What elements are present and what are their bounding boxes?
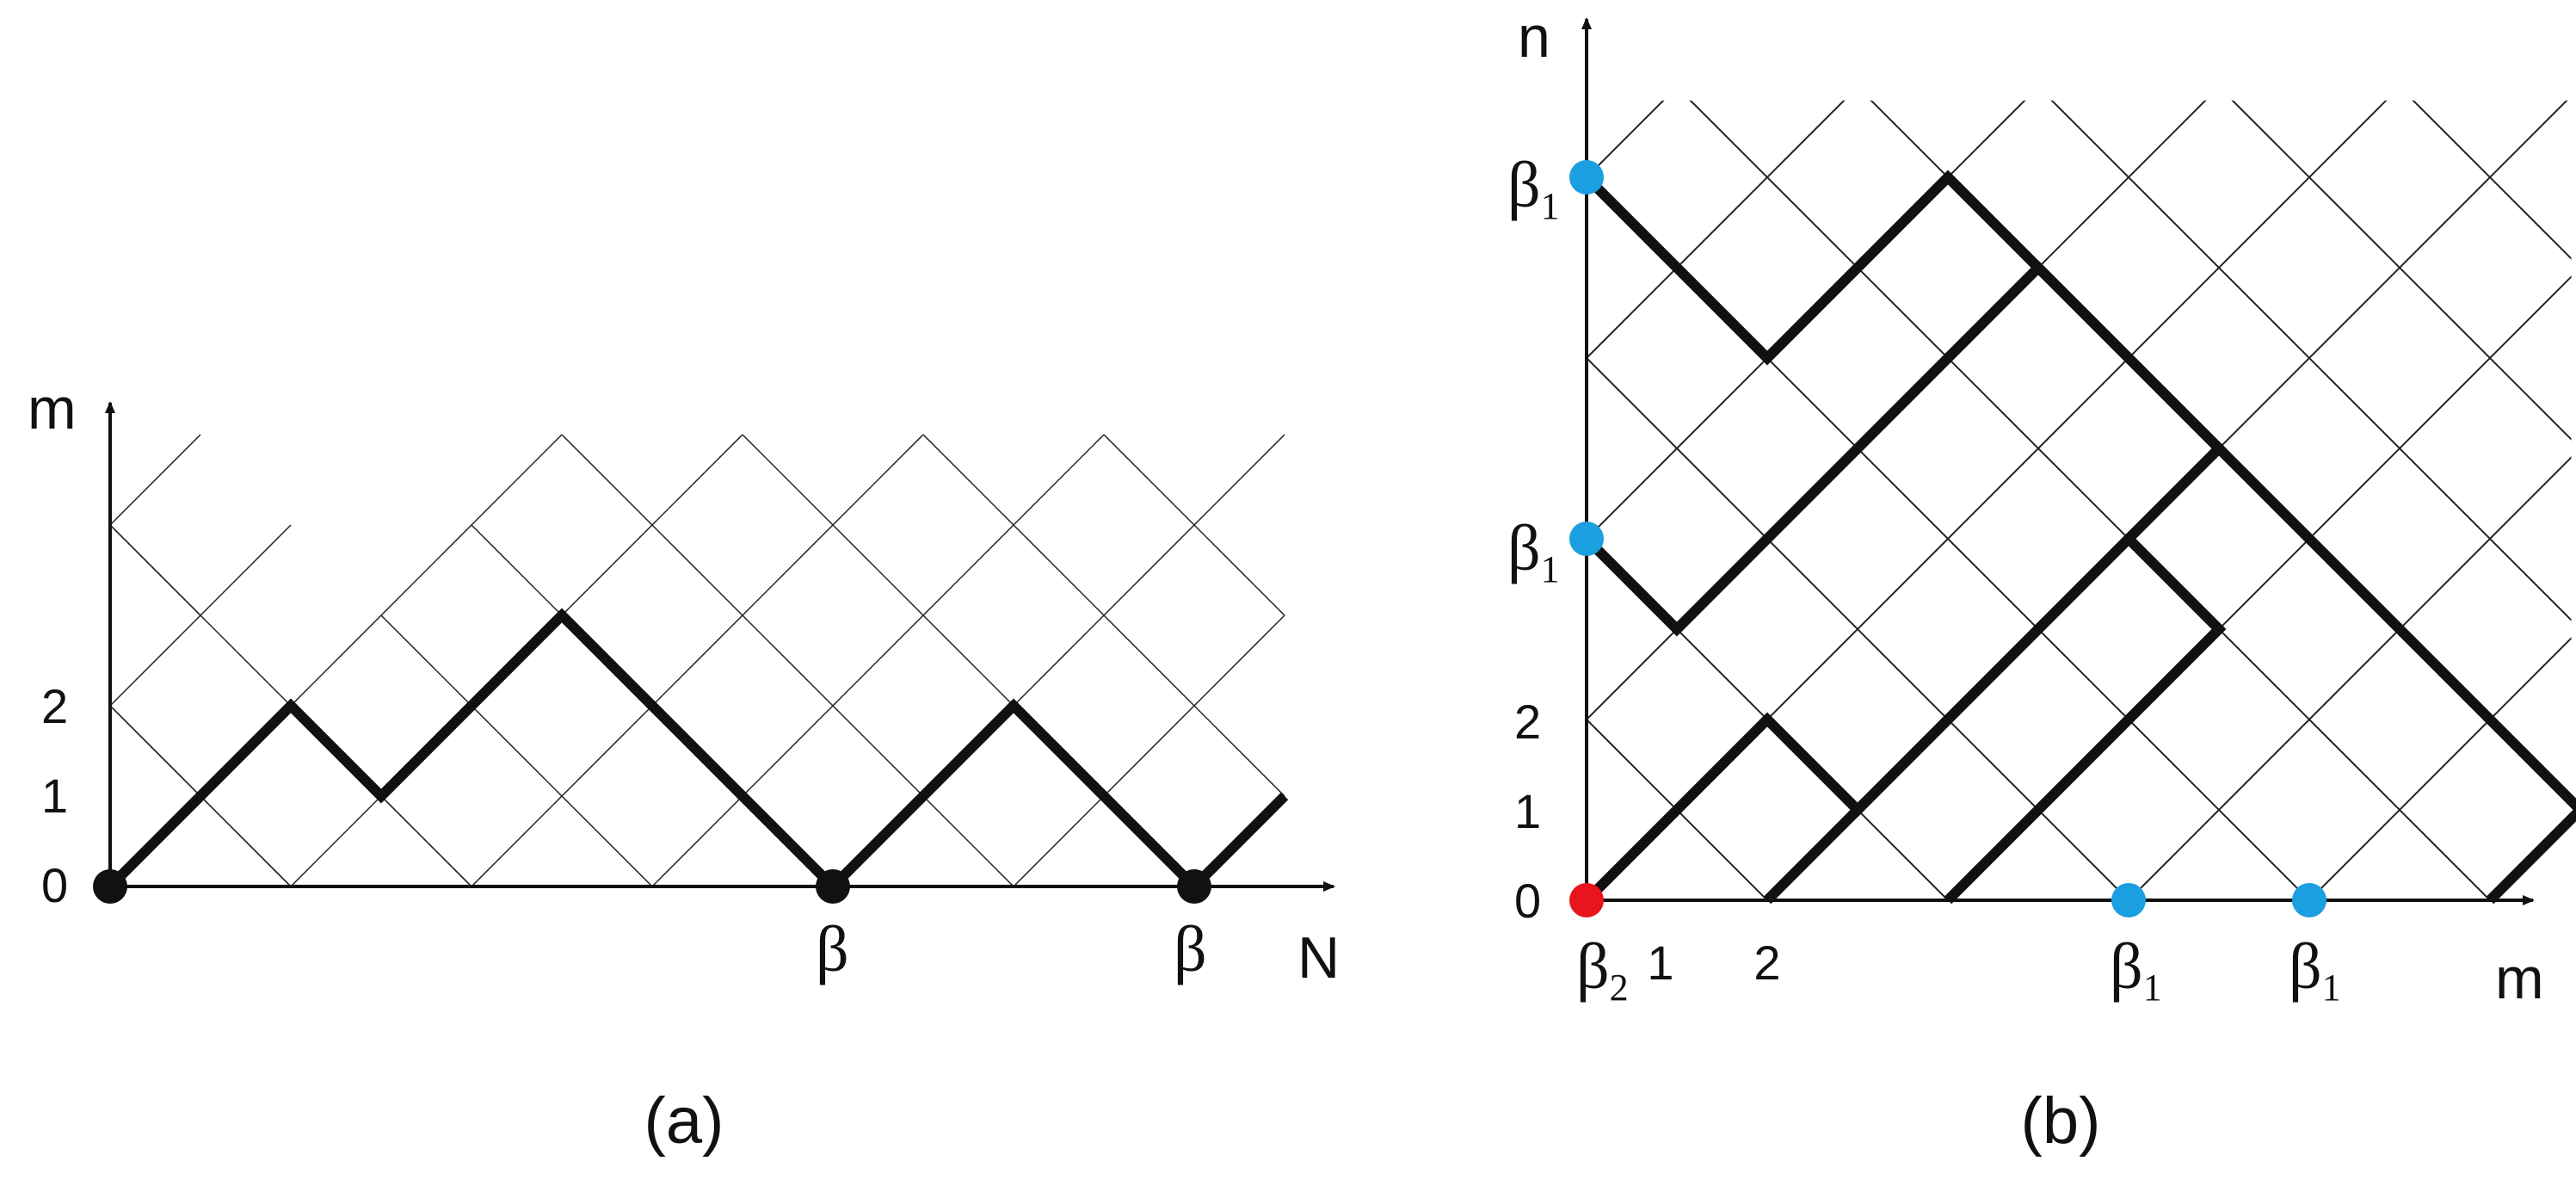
panel-b-y-axis-label: n: [1518, 4, 1550, 70]
panel-a-x-axis-label: N: [1297, 925, 1340, 991]
panel-a-grid-line-21: [651, 615, 743, 707]
panel-a-zero-point-1: [816, 869, 850, 904]
panel-b-beta1-label-left-2: β1: [1507, 149, 1560, 227]
panel-b-red-point: [1569, 883, 1604, 917]
panel-a-grid-line-28: [742, 615, 834, 707]
panel-a-zero-points: [93, 869, 1211, 904]
panel-a-grid-line-24: [651, 524, 743, 616]
panel-a-grid-line-19: [561, 434, 653, 526]
panel-b-y-tick-1: 1: [1514, 784, 1541, 838]
panel-a-grid-line-36: [922, 795, 1014, 887]
panel-a-y-axis-label: m: [28, 376, 77, 442]
panel-a-grid-line-51: [1193, 615, 1285, 707]
panel-a-grid-line-9: [380, 615, 472, 707]
panel-a-grid-line-33: [832, 434, 924, 526]
panel-a-grid-line-61: [109, 705, 201, 797]
panel-a-grid-line-17: [561, 524, 653, 616]
panel-b-lattice-path-2: [1582, 170, 2576, 905]
panel-a-grid-line-49: [1103, 434, 1195, 526]
panel-b-blue-point-bottom-1: [2292, 883, 2326, 917]
panel-a-grid-line-20: [651, 795, 743, 887]
panel-b-lattice-paths: [1582, 170, 2576, 905]
panel-b-grid-line-18: [2412, 100, 2572, 260]
panel-b-grid-line-19: [2526, 33, 2576, 123]
panel-a-grid-line-45: [1103, 705, 1195, 797]
panel-b-blue-point-left-1: [1569, 160, 1604, 195]
panel-a-grid-line-63: [109, 434, 201, 526]
panel-b-blue-point-left-0: [1569, 522, 1604, 556]
panel-a-grid-line-38: [922, 615, 1014, 707]
panel-a-grid-line-41: [1013, 615, 1105, 707]
panel-a-grid-line-12: [471, 705, 563, 797]
panel-b-caption: (b): [2021, 1084, 2101, 1158]
panel-a-grid-line-15: [561, 705, 653, 797]
panel-a-grid-line-47: [1103, 524, 1195, 616]
panel-a-grid-line-54: [1193, 524, 1285, 616]
panel-a-zero-point-2: [1177, 869, 1211, 904]
panel-a-grid-line-48: [1103, 615, 1195, 707]
panel-a-grid-line-4: [290, 615, 382, 707]
panel-b-points: [1569, 160, 2326, 917]
panel-b-x-axis-label: m: [2495, 946, 2544, 1011]
panel-b-y-tick-0: 0: [1514, 874, 1541, 928]
panel-b-lattice-path-0: [1582, 531, 2227, 905]
panel-a-grid-line-8: [380, 524, 472, 616]
panel-b-grid-line-0: [1587, 100, 1665, 178]
panel-b-x-tick-1: 1: [1647, 936, 1673, 990]
panel-a-grid-line-44: [1013, 524, 1105, 616]
panel-a-grid-line-60: [200, 524, 292, 616]
panel-a-grid-line-65: [200, 615, 292, 707]
panel-b-beta1-label-bottom-2: β1: [2289, 930, 2341, 1009]
panel-a-beta-label-1: β: [816, 913, 849, 985]
panel-a-grid-line-31: [832, 615, 924, 707]
panel-a-tick-1: 1: [41, 769, 68, 823]
panel-b-grid-line-15: [1870, 100, 2572, 802]
panel-a-grid-line-16: [561, 795, 653, 887]
panel-a-grid-line-32: [832, 705, 924, 797]
panel-a-grid-line-14: [471, 524, 563, 616]
panel-b-beta1-label-left-1: β1: [1507, 512, 1560, 590]
panel-a-grid-line-43: [1013, 434, 1105, 526]
panel-a-grid-line-34: [832, 524, 924, 616]
panel-a-grid-line-27: [742, 524, 834, 616]
panel-a-grid-line-37: [922, 524, 1014, 616]
panel-b-grid-line-14: [1689, 100, 2491, 900]
panel-a: m N 0 1 2 β β (a): [28, 376, 1340, 1158]
panel-b-y-tick-2: 2: [1514, 695, 1541, 749]
panel-b-beta1-label-bottom-1: β1: [2110, 930, 2162, 1009]
panel-a-grid-line-64: [109, 524, 201, 616]
panel-b-beta2-label: β2: [1576, 930, 1629, 1009]
panel-a-grid-line-53: [1193, 434, 1285, 526]
panel-a-grid-line-13: [471, 434, 563, 526]
panel-b-grid-line-17: [2231, 100, 2572, 441]
panel-b-grid-line-16: [2050, 100, 2572, 621]
panel-a-grid-line-29: [742, 434, 834, 526]
panel-b: n m 0 1 2 1 2 β2 β1 β1 β1 β1 (b): [1507, 4, 2576, 1158]
panel-b-x-tick-2: 2: [1753, 936, 1780, 990]
panel-a-tick-2: 2: [41, 679, 68, 733]
panel-a-caption: (a): [644, 1084, 724, 1158]
panel-b-grid-line-11: [2308, 637, 2572, 900]
panel-a-grid-line-3: [290, 795, 382, 887]
panel-a-grid-line-40: [1013, 795, 1105, 887]
panel-b-blue-point-bottom-0: [2111, 883, 2146, 917]
panel-a-diagonal-grid: [109, 434, 1285, 887]
panel-b-grid-line-1: [1587, 100, 1846, 359]
panel-a-tick-0: 0: [41, 858, 68, 912]
panel-a-grid-line-62: [200, 795, 292, 887]
panel-a-grid-line-52: [1193, 705, 1285, 797]
panel-a-grid-line-39: [922, 434, 1014, 526]
panel-a-zero-point-0: [93, 869, 127, 904]
panel-a-grid-line-23: [651, 434, 743, 526]
panel-b-grid-line-9: [2128, 456, 2572, 900]
panel-a-lattice-path: [106, 608, 1289, 894]
panel-a-grid-line-67: [380, 795, 472, 887]
panel-a-grid-line-25: [742, 705, 834, 797]
panel-a-grid-line-59: [109, 615, 201, 707]
panel-a-grid-line-10: [471, 795, 563, 887]
panel-a-beta-label-2: β: [1174, 913, 1207, 985]
